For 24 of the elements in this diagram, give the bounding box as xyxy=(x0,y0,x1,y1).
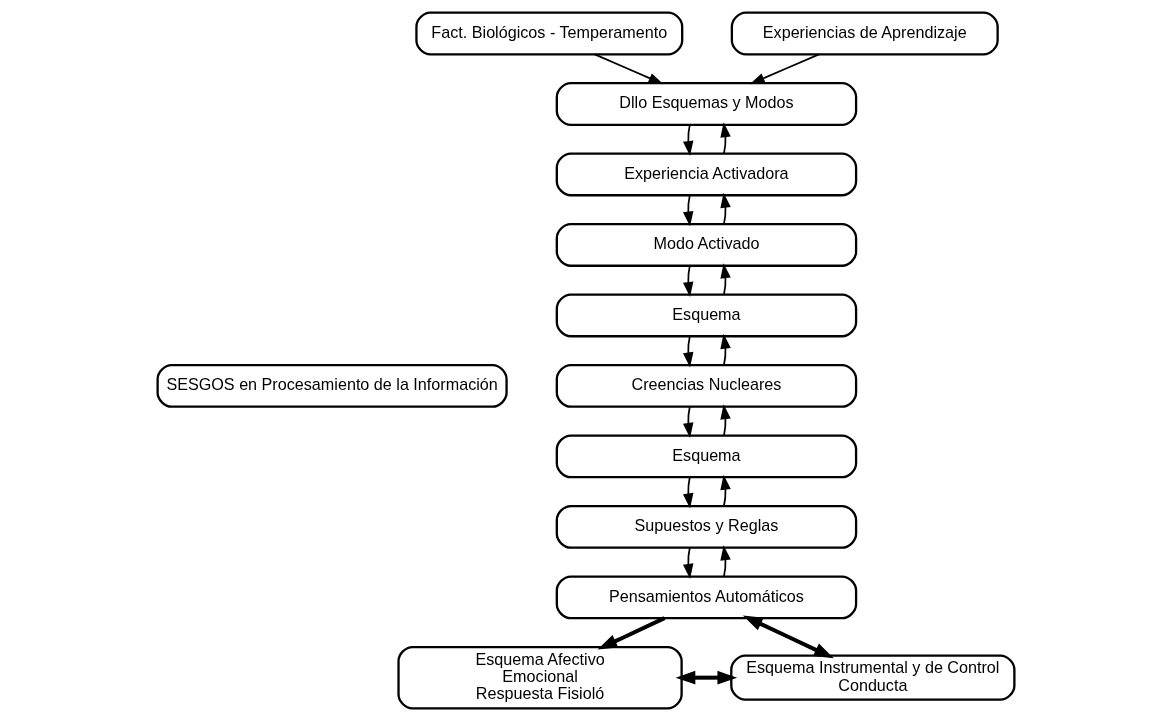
node-box: Fact. Biológicos - Temperamento xyxy=(414,11,683,56)
arrow xyxy=(719,545,731,578)
arrow xyxy=(742,615,834,659)
node-box: Experiencias de Aprendizaje xyxy=(730,11,999,56)
arrow xyxy=(719,263,731,296)
node-box: Modo Activado xyxy=(555,223,857,267)
arrow xyxy=(719,404,731,437)
node-box: Creencias Nucleares xyxy=(555,363,857,408)
node-box: Supuestos y Reglas xyxy=(555,504,857,549)
arrow xyxy=(719,122,731,155)
arrow xyxy=(719,192,731,225)
node-box: Experiencia Activadora xyxy=(555,152,857,197)
arrow xyxy=(675,670,737,685)
node-box: Esquema xyxy=(555,434,857,479)
node-box: Esquema Instrumental y de Control Conducta xyxy=(729,654,1016,701)
arrow xyxy=(719,333,731,366)
node-box: Dllo Esquemas y Modos xyxy=(555,82,857,126)
arrow xyxy=(593,53,663,85)
node-box: Pensamientos Automáticos xyxy=(555,575,857,620)
node-box: SESGOS en Procesamiento de la Información xyxy=(155,363,508,408)
node-box: Esquema Afectivo Emocional Respuesta Fisioló xyxy=(396,645,683,710)
arrow xyxy=(749,53,820,85)
arrow xyxy=(719,474,731,507)
node-box: Esquema xyxy=(555,293,857,338)
